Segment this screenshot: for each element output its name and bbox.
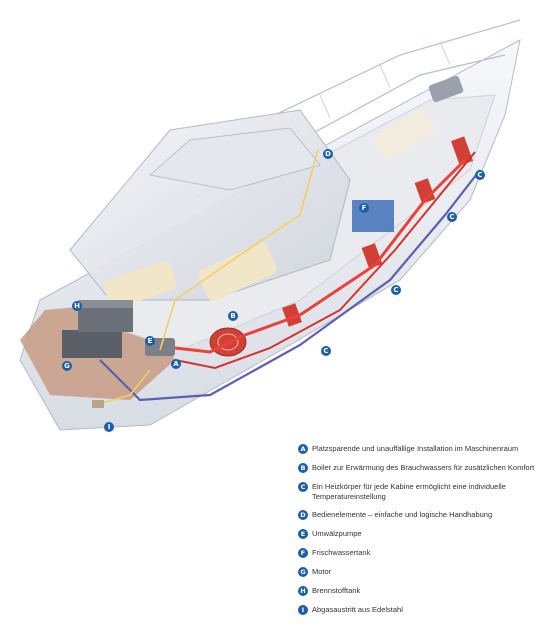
svg-text:G: G [64, 362, 70, 370]
callout-b: B [228, 311, 238, 321]
callout-d: D [323, 149, 333, 159]
control-wire [159, 149, 319, 351]
callout-c1: C [475, 170, 485, 180]
legend-item-e: E Umwälzpumpe [298, 529, 548, 539]
legend-item-b: B Boiler zur Erwärmung des Brauchwassers… [298, 463, 548, 473]
svg-text:C: C [323, 347, 328, 355]
fuel-tank-top [78, 300, 133, 308]
legend-badge: B [298, 463, 308, 473]
legend-item-c: C Ein Heizkörper für jede Kabine ermögli… [298, 482, 548, 501]
legend-text: Platzsparende und unauffällige Installat… [312, 444, 519, 453]
exhaust-outlet [92, 400, 104, 408]
legend-badge: H [298, 586, 308, 596]
svg-text:H: H [74, 302, 80, 310]
cushion-aft [103, 261, 177, 309]
svg-text:B: B [230, 312, 235, 320]
svg-text:A: A [173, 360, 179, 368]
legend-badge: I [298, 605, 308, 615]
legend-text: Bedienelemente – einfache und logische H… [312, 510, 493, 519]
legend-text: Boiler zur Erwärmung des Brauchwassers f… [312, 463, 535, 472]
callout-c3: C [391, 285, 401, 295]
svg-text:C: C [393, 286, 398, 294]
svg-text:I: I [108, 423, 111, 431]
callout-a: A [171, 359, 181, 369]
callout-c4: C [321, 346, 331, 356]
svg-text:E: E [148, 337, 153, 345]
legend-item-i: I Abgasaustritt aus Edelstahl [298, 605, 548, 615]
legend-item-d: D Bedienelemente – einfache und logische… [298, 510, 548, 520]
exhaust-pipe [99, 169, 481, 402]
heating-duct [174, 158, 467, 354]
cushion-mid [198, 242, 277, 302]
legend-badge: D [298, 510, 308, 520]
bow-hatch [428, 75, 464, 103]
svg-text:D: D [325, 150, 331, 158]
engine-block [62, 330, 122, 358]
fresh-water-tank [352, 200, 394, 232]
callout-i: I [104, 422, 114, 432]
boat-cutaway-illustration: A B C C C C D E F G H I [19, 19, 521, 432]
legend-badge: E [298, 529, 308, 539]
callout-g: G [62, 361, 72, 371]
callout-c2: C [447, 212, 457, 222]
svg-text:C: C [449, 213, 454, 221]
legend-item-h: H Brennstofftank [298, 586, 548, 596]
legend-text: Ein Heizkörper für jede Kabine ermöglich… [312, 482, 506, 501]
callout-e: E [145, 336, 155, 346]
svg-text:C: C [477, 171, 482, 179]
radiator-2 [414, 178, 436, 204]
legend-badge: F [298, 548, 308, 558]
legend-badge: G [298, 567, 308, 577]
legend-badge: A [298, 444, 308, 454]
svg-text:F: F [362, 204, 367, 212]
legend: A Platzsparende und unauffällige Install… [298, 444, 548, 624]
callout-h: H [72, 301, 82, 311]
radiator-1 [450, 136, 474, 166]
windshield [149, 127, 321, 191]
legend-item-f: F Frischwassertank [298, 548, 548, 558]
legend-text: Umwälzpumpe [312, 529, 362, 538]
legend-badge: C [298, 482, 308, 492]
legend-item-a: A Platzsparende und unauffällige Install… [298, 444, 548, 454]
legend-text: Motor [312, 567, 332, 576]
cushion-fore [373, 108, 437, 160]
legend-text: Brennstofftank [312, 586, 361, 595]
legend-item-g: G Motor [298, 567, 548, 577]
legend-text: Frischwassertank [312, 548, 371, 557]
callout-f: F [359, 203, 369, 213]
legend-text: Abgasaustritt aus Edelstahl [312, 605, 403, 614]
